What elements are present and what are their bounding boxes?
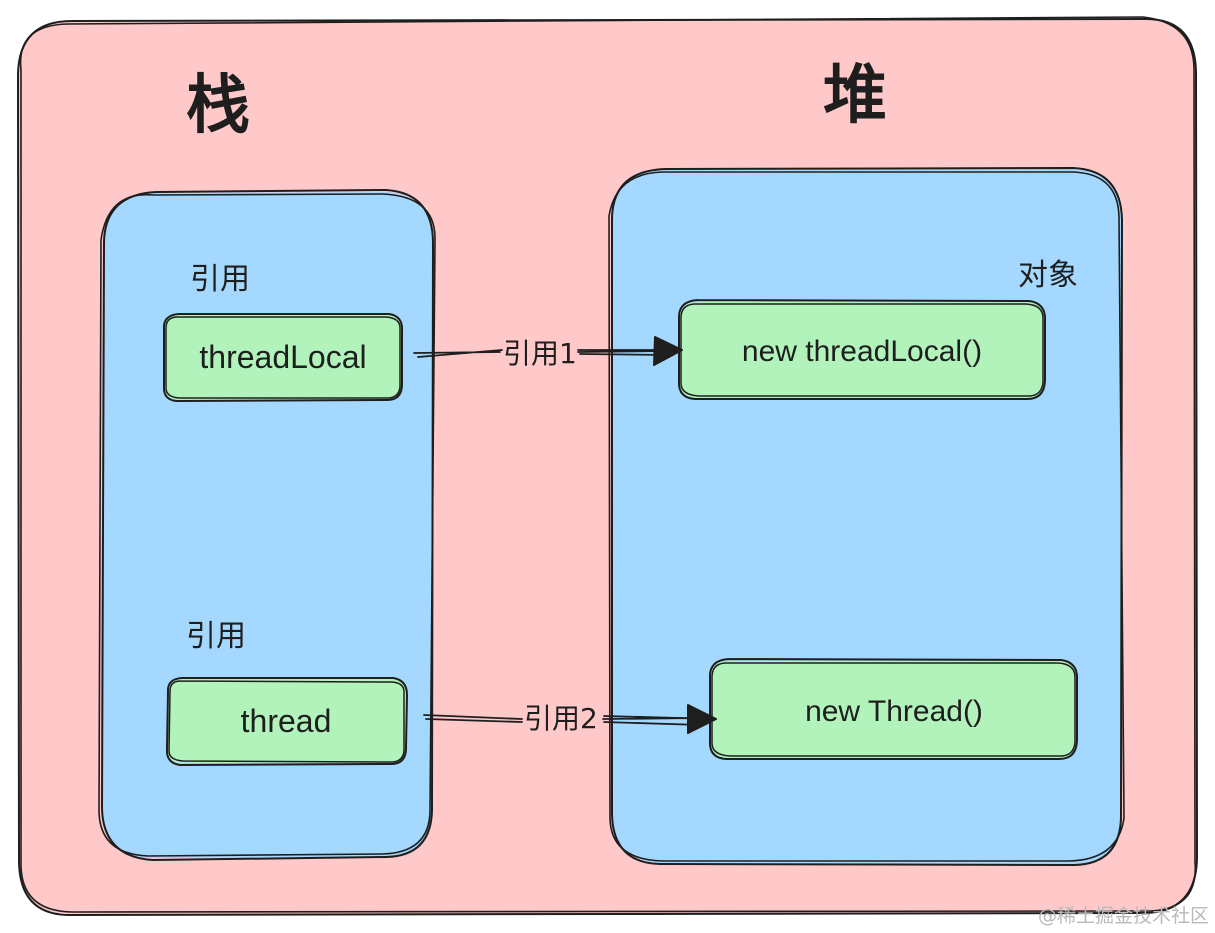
var-box-thread: thread [165, 677, 408, 766]
var-thread-text: thread [241, 703, 332, 739]
watermark: @稀土掘金技术社区 [1038, 905, 1209, 927]
stack-ref1-label: 引用 [190, 262, 250, 297]
heap-objects-label: 对象 [1018, 258, 1078, 293]
arrow-ref1: 引用1 [413, 336, 683, 370]
heap-title: 堆 [823, 59, 887, 133]
var-threadlocal-text: threadLocal [199, 339, 366, 375]
object-threadlocal-text: new threadLocal() [742, 335, 982, 368]
stack-ref2-label: 引用 [186, 619, 246, 654]
arrow-ref2-head [687, 704, 717, 734]
arrow-ref2-label: 引用2 [524, 702, 598, 735]
arrow-ref1-head [653, 336, 683, 366]
object-thread-text: new Thread() [805, 695, 983, 728]
arrow-ref2: 引用2 [423, 702, 717, 735]
object-box-thread: new Thread() [708, 658, 1079, 760]
arrow-ref1-label: 引用1 [503, 337, 577, 370]
stack-title: 栈 [186, 69, 250, 143]
object-box-threadlocal: new threadLocal() [677, 299, 1047, 400]
var-box-threadlocal: threadLocal [162, 313, 404, 402]
